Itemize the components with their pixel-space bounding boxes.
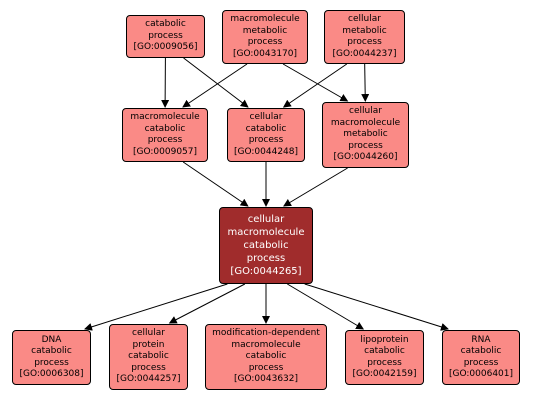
node-label: cellular metabolic process [GO:0044237] bbox=[332, 14, 397, 59]
node-macromolecule-metabolic-process[interactable]: macromolecule metabolic process [GO:0043… bbox=[222, 10, 308, 64]
node-modification-dependent-macromolecule-catabolic-process[interactable]: modification-dependent macromolecule cat… bbox=[205, 324, 327, 390]
node-cellular-macromolecule-catabolic-process[interactable]: cellular macromolecule catabolic process… bbox=[219, 207, 313, 284]
node-cellular-protein-catabolic-process[interactable]: cellular protein catabolic process [GO:0… bbox=[109, 324, 188, 390]
node-label: catabolic process [GO:0009056] bbox=[133, 19, 198, 53]
node-macromolecule-catabolic-process[interactable]: macromolecule catabolic process [GO:0009… bbox=[122, 108, 208, 162]
node-label: lipoprotein catabolic process [GO:004215… bbox=[352, 334, 417, 380]
edge-n_focus-to-n_dna bbox=[84, 283, 228, 331]
edge-n_macro_metabolic-to-n_macro_catabolic bbox=[182, 63, 248, 108]
edge-n_catabolic-to-n_cell_catabolic bbox=[183, 57, 249, 108]
node-cellular-catabolic-process[interactable]: cellular catabolic process [GO:0044248] bbox=[227, 108, 305, 162]
node-catabolic-process[interactable]: catabolic process [GO:0009056] bbox=[126, 15, 205, 58]
edge-n_cell_macro_metabolic-to-n_focus bbox=[283, 167, 348, 207]
node-label: macromolecule metabolic process [GO:0043… bbox=[230, 14, 300, 59]
edge-n_focus-to-n_rna bbox=[304, 283, 449, 331]
node-cellular-metabolic-process[interactable]: cellular metabolic process [GO:0044237] bbox=[324, 10, 405, 64]
edge-n_focus-to-n_lipo bbox=[287, 283, 365, 330]
node-rna-catabolic-process[interactable]: RNA catabolic process [GO:0006401] bbox=[442, 330, 520, 385]
node-cellular-macromolecule-metabolic-process[interactable]: cellular macromolecule metabolic process… bbox=[322, 102, 409, 168]
edge-n_cell_metabolic-to-n_cell_macro_metabolic bbox=[361, 63, 370, 102]
edge-n_macro_catabolic-to-n_focus bbox=[182, 161, 249, 207]
node-dna-catabolic-process[interactable]: DNA catabolic process [GO:0006308] bbox=[12, 330, 91, 385]
node-lipoprotein-catabolic-process[interactable]: lipoprotein catabolic process [GO:004215… bbox=[345, 330, 424, 385]
node-label: cellular protein catabolic process [GO:0… bbox=[116, 328, 181, 385]
node-label: macromolecule catabolic process [GO:0009… bbox=[130, 112, 200, 157]
edge-n_focus-to-n_protein bbox=[168, 283, 246, 324]
edge-n_macro_metabolic-to-n_cell_macro_metabolic bbox=[282, 63, 349, 102]
node-label: modification-dependent macromolecule cat… bbox=[212, 328, 320, 385]
node-label: RNA catabolic process [GO:0006401] bbox=[448, 334, 514, 380]
node-label: DNA catabolic process [GO:0006308] bbox=[19, 334, 84, 380]
edge-n_cell_metabolic-to-n_cell_catabolic bbox=[282, 63, 348, 108]
node-label: cellular macromolecule metabolic process… bbox=[330, 106, 401, 163]
node-label: cellular macromolecule catabolic process… bbox=[227, 214, 305, 277]
node-label: cellular catabolic process [GO:0044248] bbox=[233, 112, 299, 157]
